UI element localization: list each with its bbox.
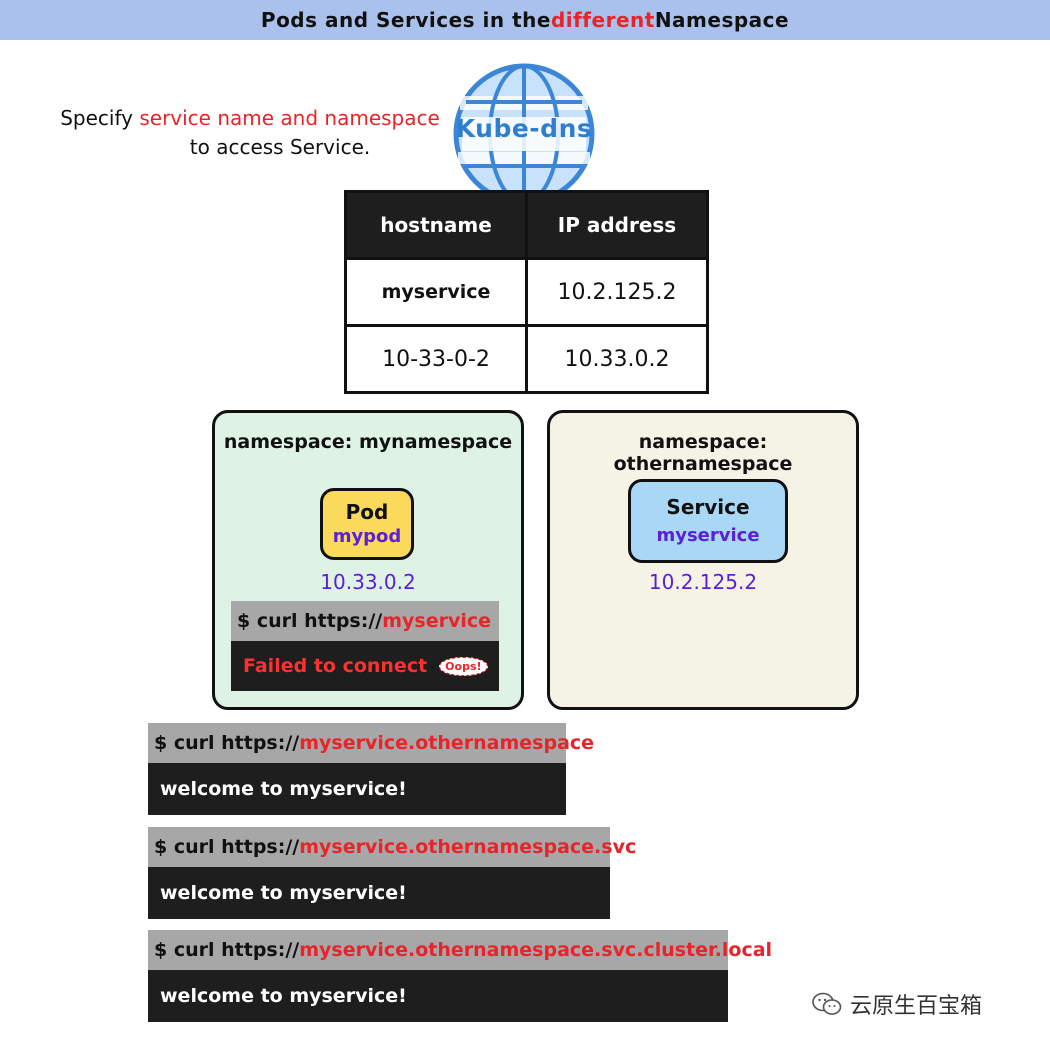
command-prefix: $ curl https:// xyxy=(154,836,300,858)
watermark: 云原生百宝箱 xyxy=(812,988,982,1020)
command-prefix: $ curl https:// xyxy=(154,732,300,754)
title-highlight: different xyxy=(550,8,655,32)
namespace-box-othernamespace: namespace: othernamespace Service myserv… xyxy=(547,410,859,710)
header-ip-address: IP address xyxy=(525,190,709,260)
globe-icon xyxy=(453,63,595,205)
terminal-2: $ curl https://myservice.othernamespace.… xyxy=(148,827,636,919)
watermark-text: 云原生百宝箱 xyxy=(850,994,983,1019)
intro-line2: to access Service. xyxy=(189,135,371,159)
service-box: Service myservice xyxy=(628,479,788,563)
header-hostname: hostname xyxy=(344,190,528,260)
cell-hostname: myservice xyxy=(344,257,528,327)
terminal-1: $ curl https://myservice.othernamespace … xyxy=(148,723,594,815)
table-row: 10-33-0-2 10.33.0.2 xyxy=(344,324,709,394)
terminal-output: welcome to myservice! xyxy=(148,970,728,1022)
command-prefix: $ curl https:// xyxy=(237,610,383,632)
pod-name: mypod xyxy=(332,526,402,547)
terminal-command: $ curl https://myservice.othernamespace xyxy=(148,723,594,763)
terminal-output: welcome to myservice! xyxy=(148,867,610,919)
namespace-label: namespace: othernamespace xyxy=(613,431,793,475)
terminal-output: Failed to connect Oops! xyxy=(231,641,499,691)
namespace-box-mynamespace: namespace: mynamespace Pod mypod 10.33.0… xyxy=(212,410,524,710)
cell-hostname: 10-33-0-2 xyxy=(344,324,528,394)
terminal-output: welcome to myservice! xyxy=(148,763,566,815)
command-target: myservice xyxy=(382,610,491,632)
command-target: myservice.othernamespace xyxy=(299,732,595,754)
pod-ip: 10.33.0.2 xyxy=(320,570,416,594)
cell-ip: 10.33.0.2 xyxy=(525,324,709,394)
service-name: myservice xyxy=(656,525,760,546)
title-part2: Namespace xyxy=(654,8,790,32)
kube-dns-label: Kube-dns xyxy=(455,114,593,143)
terminal-command: $ curl https://myservice xyxy=(231,601,499,641)
table-row: myservice 10.2.125.2 xyxy=(344,257,709,327)
oops-badge: Oops! xyxy=(439,656,488,676)
terminal-3: $ curl https://myservice.othernamespace.… xyxy=(148,930,772,1022)
table-header-row: hostname IP address xyxy=(344,190,709,260)
pod-box: Pod mypod xyxy=(320,488,414,560)
wechat-icon xyxy=(812,992,842,1015)
terminal-pod: $ curl https://myservice Failed to conne… xyxy=(231,601,499,691)
service-title: Service xyxy=(666,495,750,519)
terminal-command: $ curl https://myservice.othernamespace.… xyxy=(148,827,636,867)
terminal-command: $ curl https://myservice.othernamespace.… xyxy=(148,930,772,970)
command-prefix: $ curl https:// xyxy=(154,939,300,961)
output-text: Failed to connect xyxy=(243,655,428,677)
command-target: myservice.othernamespace.svc xyxy=(299,836,637,858)
intro-line1: Specify service name and namespace xyxy=(60,104,440,133)
pod-title: Pod xyxy=(345,500,389,524)
intro-text: Specify service name and namespace to ac… xyxy=(60,104,440,162)
title-part1: Pods and Services in the xyxy=(260,8,551,32)
dns-table: hostname IP address myservice 10.2.125.2… xyxy=(344,190,709,394)
intro-highlight: service name and namespace xyxy=(139,106,440,130)
intro-prefix: Specify xyxy=(60,106,140,130)
service-ip: 10.2.125.2 xyxy=(648,570,758,594)
cell-ip: 10.2.125.2 xyxy=(525,257,709,327)
command-target: myservice.othernamespace.svc.cluster.loc… xyxy=(299,939,773,961)
page-title: Pods and Services in the different Names… xyxy=(0,0,1050,40)
namespace-label: namespace: mynamespace xyxy=(223,431,513,453)
